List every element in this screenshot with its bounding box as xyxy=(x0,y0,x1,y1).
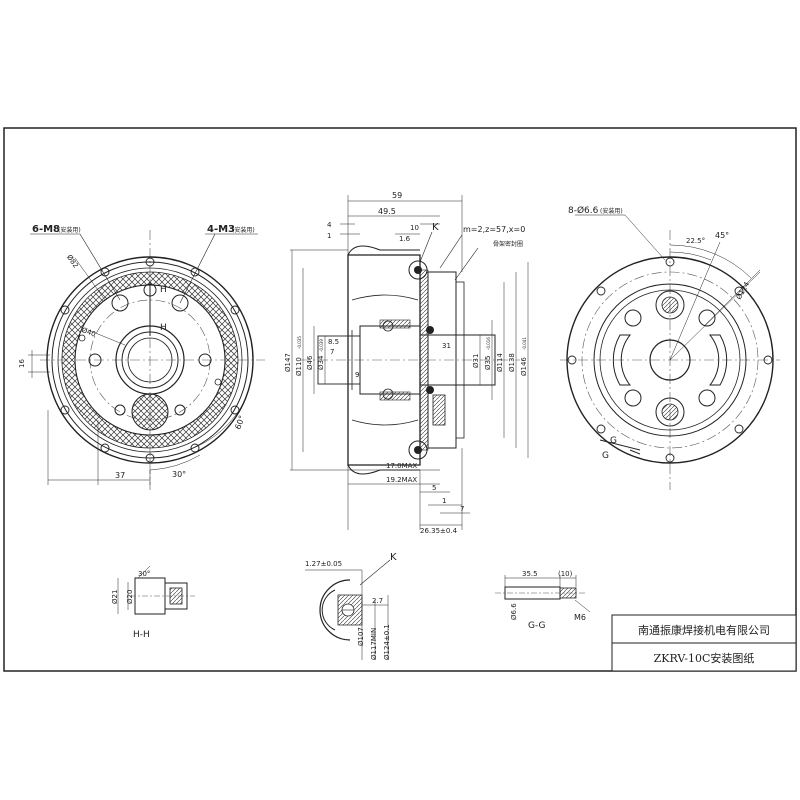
dim-d82: Ø82 xyxy=(65,253,80,269)
detail-gg: 35.5 (10) Ø6.6 M6 G-G xyxy=(495,570,591,631)
label-holes-m3-note: (安装用) xyxy=(232,226,255,234)
gear-spec: m=2,z=57,x=0 xyxy=(463,225,525,234)
dim-d34: Ø34 xyxy=(317,355,325,370)
dim-gg-35-5: 35.5 xyxy=(522,570,538,578)
dim-22-5deg: 22.5° xyxy=(686,237,705,245)
dim-d124: Ø124 xyxy=(735,280,752,301)
rear-view: 8-Ø6.6 (安装用) 45° 22.5° Ø124 G G xyxy=(560,205,780,490)
dim-k-1-27: 1.27±0.05 xyxy=(305,560,342,568)
label-rear-holes-note: (安装用) xyxy=(600,207,623,215)
dim-19-2max: 19.2MAX xyxy=(386,476,417,484)
dim-5: 5 xyxy=(432,484,436,492)
dim-d46: Ø46 xyxy=(306,355,314,370)
label-k: K xyxy=(432,222,439,233)
section-g-top: G xyxy=(610,436,617,446)
dim-26-35: 26.35±0.4 xyxy=(420,527,458,535)
dim-10: 10 xyxy=(410,224,419,232)
dim-1-b: 1 xyxy=(442,497,446,505)
detail-hh: Ø21 Ø20 30° H-H xyxy=(111,565,195,640)
company-name: 南通振康焊接机电有限公司 xyxy=(638,623,770,637)
dim-d114: Ø114 xyxy=(496,353,504,372)
dim-d146-tol: -0.041 xyxy=(522,337,527,350)
label-seal: 骨架密封圈 xyxy=(493,240,523,248)
dim-16: 16 xyxy=(18,359,26,368)
dim-d138: Ø138 xyxy=(508,353,516,372)
sheet-border xyxy=(3,127,797,672)
dim-4: 4 xyxy=(327,221,332,229)
caption-gg: G-G xyxy=(528,621,546,631)
dim-7-b: 7 xyxy=(460,505,464,513)
dim-d147: Ø147 xyxy=(284,353,292,372)
dim-1-6: 1.6 xyxy=(399,235,411,243)
front-view: 6-M8 (安装用) 4-M3 (安装用) Ø82 Ø40 16 37 30° … xyxy=(18,224,265,490)
drawing-title: ZKRV-10C安装图纸 xyxy=(654,651,755,665)
dim-hh-d21: Ø21 xyxy=(111,590,119,604)
dim-d146: Ø146 xyxy=(520,357,528,376)
section-mark-h-mid: H xyxy=(160,323,167,333)
dim-hh-30deg: 30° xyxy=(138,570,150,578)
dim-hh-d20: Ø20 xyxy=(126,590,134,604)
dim-37: 37 xyxy=(115,471,125,480)
dim-k-d117: Ø117MIN xyxy=(370,628,378,660)
dim-d31: Ø31 xyxy=(472,354,480,368)
dim-49-5: 49.5 xyxy=(378,207,396,216)
dim-17max: 17.0MAX xyxy=(386,462,417,470)
dim-d110-tol: -0.035 xyxy=(297,336,302,349)
caption-hh: H-H xyxy=(133,630,150,640)
dim-d35: Ø35 xyxy=(484,356,492,370)
side-view: 59 49.5 10 4 1 1.6 K m=2,z=57,x=0 骨架密封圈 … xyxy=(284,191,529,535)
label-detail-k: K xyxy=(390,552,397,563)
label-holes-m3: 4-M3 xyxy=(207,224,235,235)
dim-k-2-7: 2.7 xyxy=(372,597,383,605)
dim-9: 9 xyxy=(355,371,359,379)
thread-m6: M6 xyxy=(574,613,586,622)
detail-k: K 1.27±0.05 2.7 Ø107 Ø117MIN Ø124±0.1 xyxy=(305,552,397,660)
dim-59: 59 xyxy=(392,191,402,200)
label-rear-holes: 8-Ø6.6 xyxy=(568,205,599,216)
section-mark-h-top: H xyxy=(160,285,167,295)
dim-k-d124: Ø124±0.1 xyxy=(383,624,391,660)
label-holes-m8-note: (安装用) xyxy=(58,226,81,234)
dim-d34-tol: -0.039 xyxy=(319,339,324,352)
dim-7-left: 7 xyxy=(330,348,334,356)
section-g-bottom: G xyxy=(602,451,609,461)
dim-8-5: 8.5 xyxy=(328,338,339,346)
dim-d35-tol: -0.016 xyxy=(486,337,491,350)
dim-31: 31 xyxy=(442,342,451,350)
title-block: 南通振康焊接机电有限公司 ZKRV-10C安装图纸 xyxy=(611,614,797,672)
dim-30deg: 30° xyxy=(172,470,186,479)
label-holes-m8: 6-M8 xyxy=(32,224,60,235)
dim-45deg: 45° xyxy=(715,231,729,240)
dim-gg-10: (10) xyxy=(558,570,573,578)
dim-d110: Ø110 xyxy=(295,357,303,376)
dim-gg-d6-6: Ø6.6 xyxy=(510,603,518,620)
dim-1: 1 xyxy=(327,232,331,240)
dim-k-d107: Ø107 xyxy=(357,627,365,646)
dim-d40: Ø40 xyxy=(80,326,96,338)
